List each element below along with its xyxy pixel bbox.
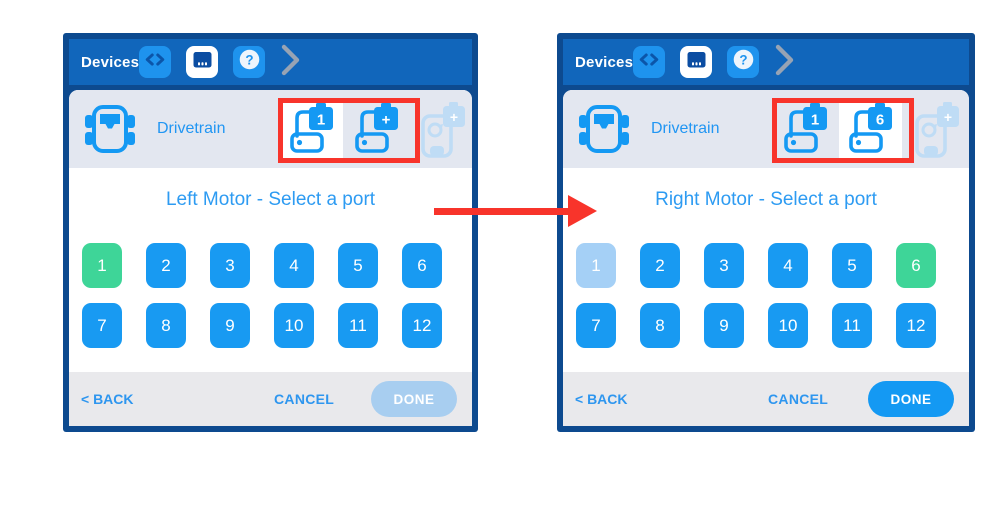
port-button-7[interactable]: 7 [82,303,122,348]
port-button-6[interactable]: 6 [402,243,442,288]
code-viewer-button[interactable] [633,46,666,78]
motor-slot-1[interactable]: 1 [774,98,837,163]
port-select-prompt: Right Motor - Select a port [655,189,877,210]
done-button[interactable]: DONE [371,381,457,417]
svg-text:+: + [450,109,458,125]
brain-device-icon [686,50,707,75]
panel-title: Devices [575,53,634,71]
header-icon-group: ? [139,44,301,81]
code-viewer-button[interactable] [139,46,172,78]
port-button-4[interactable]: 4 [768,243,808,288]
brain-device-icon [192,50,213,75]
annotation-arrow-head [568,195,597,227]
port-button-12[interactable]: 12 [402,303,442,348]
drivetrain-label: Drivetrain [651,120,720,137]
devices-button[interactable] [680,46,713,78]
port-grid-row-2: 7 8 9 10 11 12 [576,303,936,348]
port-button-12[interactable]: 12 [896,303,936,348]
collapse-panel-button[interactable] [774,44,795,81]
devices-panel-left: Devices [63,33,478,432]
drivetrain-row: Drivetrain 1 6 [563,90,969,168]
back-button[interactable]: < BACK [575,391,628,407]
panel-title: Devices [81,53,140,71]
port-button-2[interactable]: 2 [146,243,186,288]
drivetrain-label: Drivetrain [157,120,226,137]
gyro-add-icon: + [421,102,467,164]
cancel-button[interactable]: CANCEL [274,391,335,407]
panel-footer: < BACK CANCEL DONE [69,372,472,426]
svg-text:6: 6 [875,112,883,129]
help-button[interactable]: ? [233,46,266,78]
svg-text:?: ? [739,52,747,67]
gyro-add-icon: + [915,102,961,164]
port-button-3[interactable]: 3 [704,243,744,288]
port-button-9[interactable]: 9 [704,303,744,348]
chevron-right-icon [774,44,795,81]
port-button-6[interactable]: 6 [896,243,936,288]
port-button-8[interactable]: 8 [146,303,186,348]
help-button[interactable]: ? [727,46,760,78]
svg-text:1: 1 [810,112,818,129]
motor-port-icon: 1 [783,100,829,161]
drivetrain-icon [83,105,137,157]
panel-header: Devices [69,39,472,85]
drivetrain-row: Drivetrain 1 + [69,90,472,168]
port-button-2[interactable]: 2 [640,243,680,288]
port-button-11[interactable]: 11 [338,303,378,348]
motor-port-icon: 6 [848,100,894,161]
port-button-9[interactable]: 9 [210,303,250,348]
panel-body: Drivetrain 1 + [69,90,472,426]
back-button[interactable]: < BACK [81,391,134,407]
svg-text:+: + [944,109,952,125]
svg-text:?: ? [245,52,253,67]
port-button-11[interactable]: 11 [832,303,872,348]
port-grid-row-1: 1 2 3 4 5 6 [82,243,442,288]
code-icon [638,49,660,76]
port-grid-row-2: 7 8 9 10 11 12 [82,303,442,348]
port-button-3[interactable]: 3 [210,243,250,288]
question-mark-icon: ? [238,48,261,76]
port-button-4[interactable]: 4 [274,243,314,288]
svg-text:1: 1 [316,112,324,129]
port-button-8[interactable]: 8 [640,303,680,348]
devices-panel-right: Devices [557,33,975,432]
panel-body: Drivetrain 1 6 [563,90,969,426]
chevron-right-icon [280,44,301,81]
motor-add-icon: + [354,100,400,161]
port-button-10[interactable]: 10 [768,303,808,348]
motor-port-icon: 1 [289,100,335,161]
question-mark-icon: ? [732,48,755,76]
header-icon-group: ? [633,44,795,81]
port-button-1[interactable]: 1 [576,243,616,288]
gyro-slot-disabled: + [421,100,465,160]
port-select-prompt: Left Motor - Select a port [165,189,376,210]
collapse-panel-button[interactable] [280,44,301,81]
motor-slot-1[interactable]: 1 [280,98,343,163]
motor-slot-2[interactable]: 6 [839,98,902,163]
done-button[interactable]: DONE [868,381,954,417]
port-button-5[interactable]: 5 [832,243,872,288]
port-button-7[interactable]: 7 [576,303,616,348]
annotation-arrow-shaft [434,208,570,215]
port-button-5[interactable]: 5 [338,243,378,288]
svg-text:+: + [381,112,390,129]
gyro-slot-disabled: + [915,100,959,160]
port-button-10[interactable]: 10 [274,303,314,348]
drivetrain-icon [577,105,631,157]
motor-slot-2[interactable]: + [345,98,408,163]
devices-button[interactable] [186,46,219,78]
code-icon [144,49,166,76]
port-button-1[interactable]: 1 [82,243,122,288]
panel-footer: < BACK CANCEL DONE [563,372,969,426]
port-grid-row-1: 1 2 3 4 5 6 [576,243,936,288]
cancel-button[interactable]: CANCEL [768,391,829,407]
panel-header: Devices [563,39,969,85]
